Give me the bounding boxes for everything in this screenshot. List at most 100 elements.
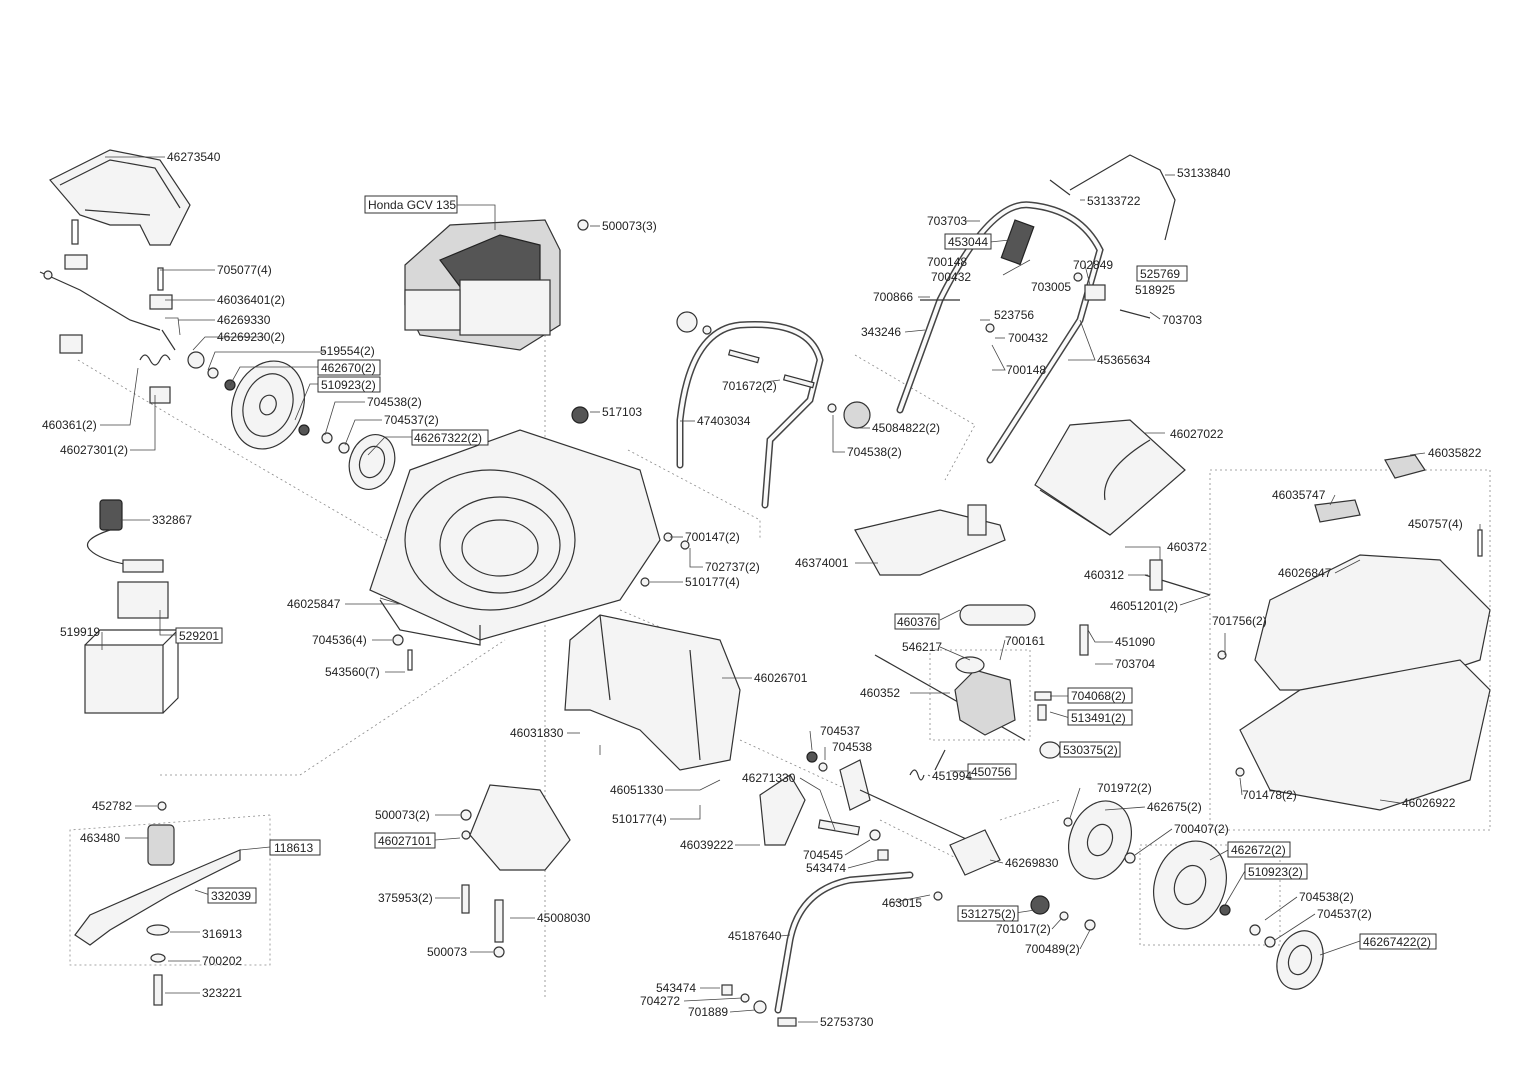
deflector-part [460, 784, 571, 958]
label-46269230-2: 46269230(2) [217, 330, 285, 344]
label-46051201-2: 46051201(2) [1110, 599, 1178, 613]
label-46026701: 46026701 [754, 671, 808, 685]
label-704537-2-right: 704537(2) [1317, 907, 1372, 921]
charger-parts [84, 499, 180, 714]
label-700161: 700161 [1005, 634, 1045, 648]
label-46269330: 46269330 [217, 313, 271, 327]
label-700148-low: 700148 [1006, 363, 1046, 377]
label-523756: 523756 [994, 308, 1034, 322]
label-46267322-2: 46267322(2) [414, 431, 482, 445]
label-460312: 460312 [1084, 568, 1124, 582]
label-450757-4: 450757(4) [1408, 517, 1463, 531]
lower-handle-part [676, 311, 871, 509]
frame-rear-part [564, 532, 741, 771]
label-543560-7: 543560(7) [325, 665, 380, 679]
label-53133722: 53133722 [1087, 194, 1141, 208]
label-543474-mid: 543474 [806, 861, 846, 875]
label-46035747: 46035747 [1272, 488, 1326, 502]
label-704068-2: 704068(2) [1071, 689, 1126, 703]
label-513491-2: 513491(2) [1071, 711, 1126, 725]
label-463015: 463015 [882, 896, 922, 910]
label-316913: 316913 [202, 927, 242, 941]
label-462670-2: 462670(2) [321, 361, 376, 375]
label-46269830: 46269830 [1005, 856, 1059, 870]
label-700148-top: 700148 [927, 255, 967, 269]
height-lever-part [721, 871, 943, 1027]
label-450756: 450756 [971, 765, 1011, 779]
label-519554-2: 519554(2) [320, 344, 375, 358]
label-463480: 463480 [80, 831, 120, 845]
label-701756-2: 701756(2) [1212, 614, 1267, 628]
wheel-right-front-part [1030, 800, 1324, 990]
label-530375-2: 530375(2) [1063, 743, 1118, 757]
label-510177-4-low: 510177(4) [612, 812, 667, 826]
gearbox-part [874, 559, 1211, 781]
label-45187640: 45187640 [728, 929, 782, 943]
label-453044: 453044 [948, 235, 988, 249]
part-labels: Honda GCV 135 46273540 705077(4) 4603640… [42, 150, 1482, 1029]
label-700866: 700866 [873, 290, 913, 304]
label-705077-4: 705077(4) [217, 263, 272, 277]
label-46273540: 46273540 [167, 150, 221, 164]
label-462675-2: 462675(2) [1147, 800, 1202, 814]
rear-flap-part [49, 149, 191, 246]
engine-part [404, 219, 561, 351]
label-546217: 546217 [902, 640, 942, 654]
label-46271330: 46271330 [742, 771, 796, 785]
label-45084822-2: 45084822(2) [872, 421, 940, 435]
bag-lid-part [1034, 419, 1186, 536]
label-45365634: 45365634 [1097, 353, 1151, 367]
label-529201: 529201 [179, 629, 219, 643]
label-52753730: 52753730 [820, 1015, 874, 1029]
label-451090: 451090 [1115, 635, 1155, 649]
label-500073-3: 500073(3) [602, 219, 657, 233]
label-518925: 518925 [1135, 283, 1175, 297]
label-701889: 701889 [688, 1005, 728, 1019]
front-axle-part [759, 751, 1001, 876]
label-500073: 500073 [427, 945, 467, 959]
label-47403034: 47403034 [697, 414, 751, 428]
label-118613: 118613 [274, 841, 313, 855]
label-46027022: 46027022 [1170, 427, 1224, 441]
label-701017-2: 701017(2) [996, 922, 1051, 936]
label-451994: 451994 [932, 769, 972, 783]
label-703703-top: 703703 [927, 214, 967, 228]
label-46027301-2: 46027301(2) [60, 443, 128, 457]
mulch-plug-part [854, 504, 1006, 576]
deck-part [369, 219, 661, 671]
label-46027101: 46027101 [378, 834, 432, 848]
label-46025847: 46025847 [287, 597, 341, 611]
label-517103: 517103 [602, 405, 642, 419]
label-46039222: 46039222 [680, 838, 734, 852]
blade-part [74, 801, 241, 1006]
label-704536-4: 704536(4) [312, 633, 367, 647]
label-460352: 460352 [860, 686, 900, 700]
label-462672-2: 462672(2) [1231, 843, 1286, 857]
label-700432-low: 700432 [1008, 331, 1048, 345]
label-704545: 704545 [803, 848, 843, 862]
label-510923-2-left: 510923(2) [321, 378, 376, 392]
clip-parts-left [39, 219, 236, 404]
label-704538-2-right: 704538(2) [1299, 890, 1354, 904]
label-510923-2-right: 510923(2) [1248, 865, 1303, 879]
upper-handle-part [896, 154, 1176, 464]
label-703703-right: 703703 [1162, 313, 1202, 327]
label-45008030: 45008030 [537, 911, 591, 925]
label-543474-low: 543474 [656, 981, 696, 995]
label-375953-2: 375953(2) [378, 891, 433, 905]
label-701672-2: 701672(2) [722, 379, 777, 393]
label-700407-2: 700407(2) [1174, 822, 1229, 836]
label-332867: 332867 [152, 513, 192, 527]
label-452782: 452782 [92, 799, 132, 813]
wheel-left-rear-part [231, 360, 396, 490]
label-323221: 323221 [202, 986, 242, 1000]
label-703005: 703005 [1031, 280, 1071, 294]
label-332039: 332039 [211, 889, 251, 903]
label-701478-2: 701478(2) [1242, 788, 1297, 802]
label-343246: 343246 [861, 325, 901, 339]
label-46267422-2: 46267422(2) [1363, 935, 1431, 949]
label-531275-2: 531275(2) [961, 907, 1016, 921]
label-46036401-2: 46036401(2) [217, 293, 285, 307]
label-700489-2: 700489(2) [1025, 942, 1080, 956]
